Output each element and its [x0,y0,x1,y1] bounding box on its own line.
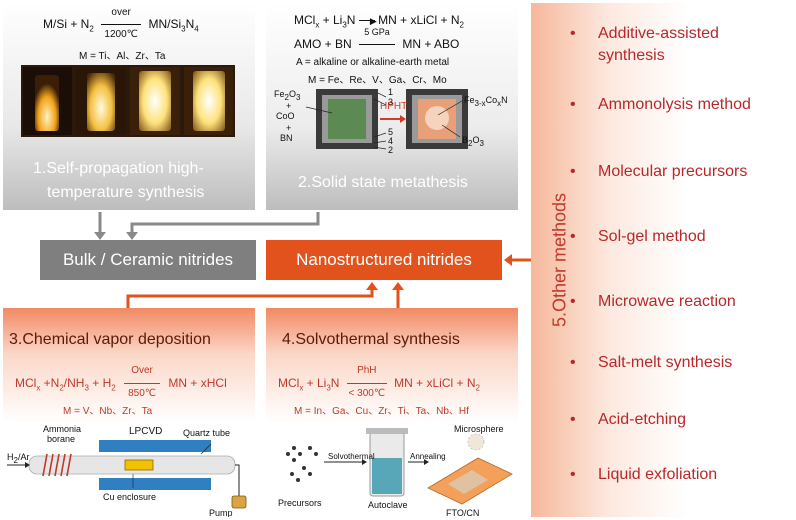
other-methods-title-text: 5.Other methods [549,192,570,328]
panel-other-methods [531,3,793,517]
ssm-note-2: M = Fe、Re、V、Ga、Cr、Mo [308,75,447,86]
product-label: Fe3-xCoxN [464,95,508,108]
nanostructured-nitrides-box: Nanostructured nitrides [266,240,502,280]
panel-chemical-vapor-deposition: 3.Chemical vapor deposition MClx +N2/NH3… [3,308,255,517]
annealing-step-label: Annealing [410,452,446,461]
quartz-tube-label: Quartz tube [183,428,231,438]
precursors-label: Precursors [278,498,322,508]
solvothermal-step-label: Solvothermal [328,452,375,461]
lpcvd-label: LPCVD [129,426,163,437]
ammonia-label: Ammonia [43,424,82,434]
bulk-ceramic-nitrides-box: Bulk / Ceramic nitrides [40,240,256,280]
panel-solid-state-metathesis: MClx + Li3N ▶ MN + xLiCl + N2 AMO + BN 5… [266,3,518,210]
bn-label: BN [280,133,293,143]
plus-label-1: + [286,101,292,111]
combustion-photos [21,65,235,137]
panel-self-propagation: M/Si + N2 over 1200℃ MN/Si3N4 M = Ti、Al、… [3,3,255,210]
ssm-equation-1: MClx + Li3N ▶ MN + xLiCl + N2 [294,13,464,30]
fto-cn-label: FTO/CN [446,508,480,517]
h2-ar-label: H2/Ar [7,452,30,465]
layer-1: 1 [388,87,394,97]
panel-solvothermal-synthesis: 4.Solvothermal synthesis MClx + Li3N PhH… [266,308,518,517]
layer-5: 5 [388,127,394,137]
shs-equation: M/Si + N2 over 1200℃ MN/Si3N4 [43,7,199,40]
microsphere-label: Microsphere [454,424,504,434]
layer-4: 4 [388,136,394,146]
layer-2: 2 [388,145,394,155]
hpht-label: HPHT [380,101,408,112]
ssm-equation-2: AMO + BN 5 GPa MN + ABO [294,27,460,51]
plus-label-2: + [286,123,292,133]
b2o3-label: B2O3 [462,135,484,148]
borane-label: borane [47,434,76,444]
shs-title-line1: 1.Self-propagation high- [33,160,204,177]
solvothermal-title: 4.Solvothermal synthesis [282,331,460,348]
cvd-equation: MClx +N2/NH3 + H2 Over 850℃ MN + xHCl [15,365,227,399]
hpht-cell-diagram [305,89,468,150]
autoclave-label: Autoclave [368,500,408,510]
cvd-metals: M = V、Nb、Zr、Ta [63,406,153,417]
lpcvd-apparatus [7,440,247,509]
shs-metals: M = Ti、Al、Zr、Ta [79,51,166,62]
solvothermal-process-diagram [286,428,513,505]
ssm-note-1: A = alkaline or alkaline-earth metal [296,57,450,68]
fe2o3-label: Fe2O3 [274,89,301,102]
cvd-title: 3.Chemical vapor deposition [9,331,211,348]
other-methods-title: 5.Other methods [540,150,580,370]
coo-label: CoO [276,111,295,121]
ssm-title: 2.Solid state metathesis [298,174,468,191]
shs-title-line2: temperature synthesis [47,184,205,201]
layer-3: 3 [388,97,394,107]
cu-enclosure-label: Cu enclosure [103,492,157,502]
pump-label: Pump [209,508,233,517]
solvothermal-equation: MClx + Li3N PhH < 300℃ MN + xLiCl + N2 [278,365,480,399]
solvothermal-metals: M = In、Ga、Cu、Zr、Ti、Ta、Nb、Hf [294,406,469,417]
